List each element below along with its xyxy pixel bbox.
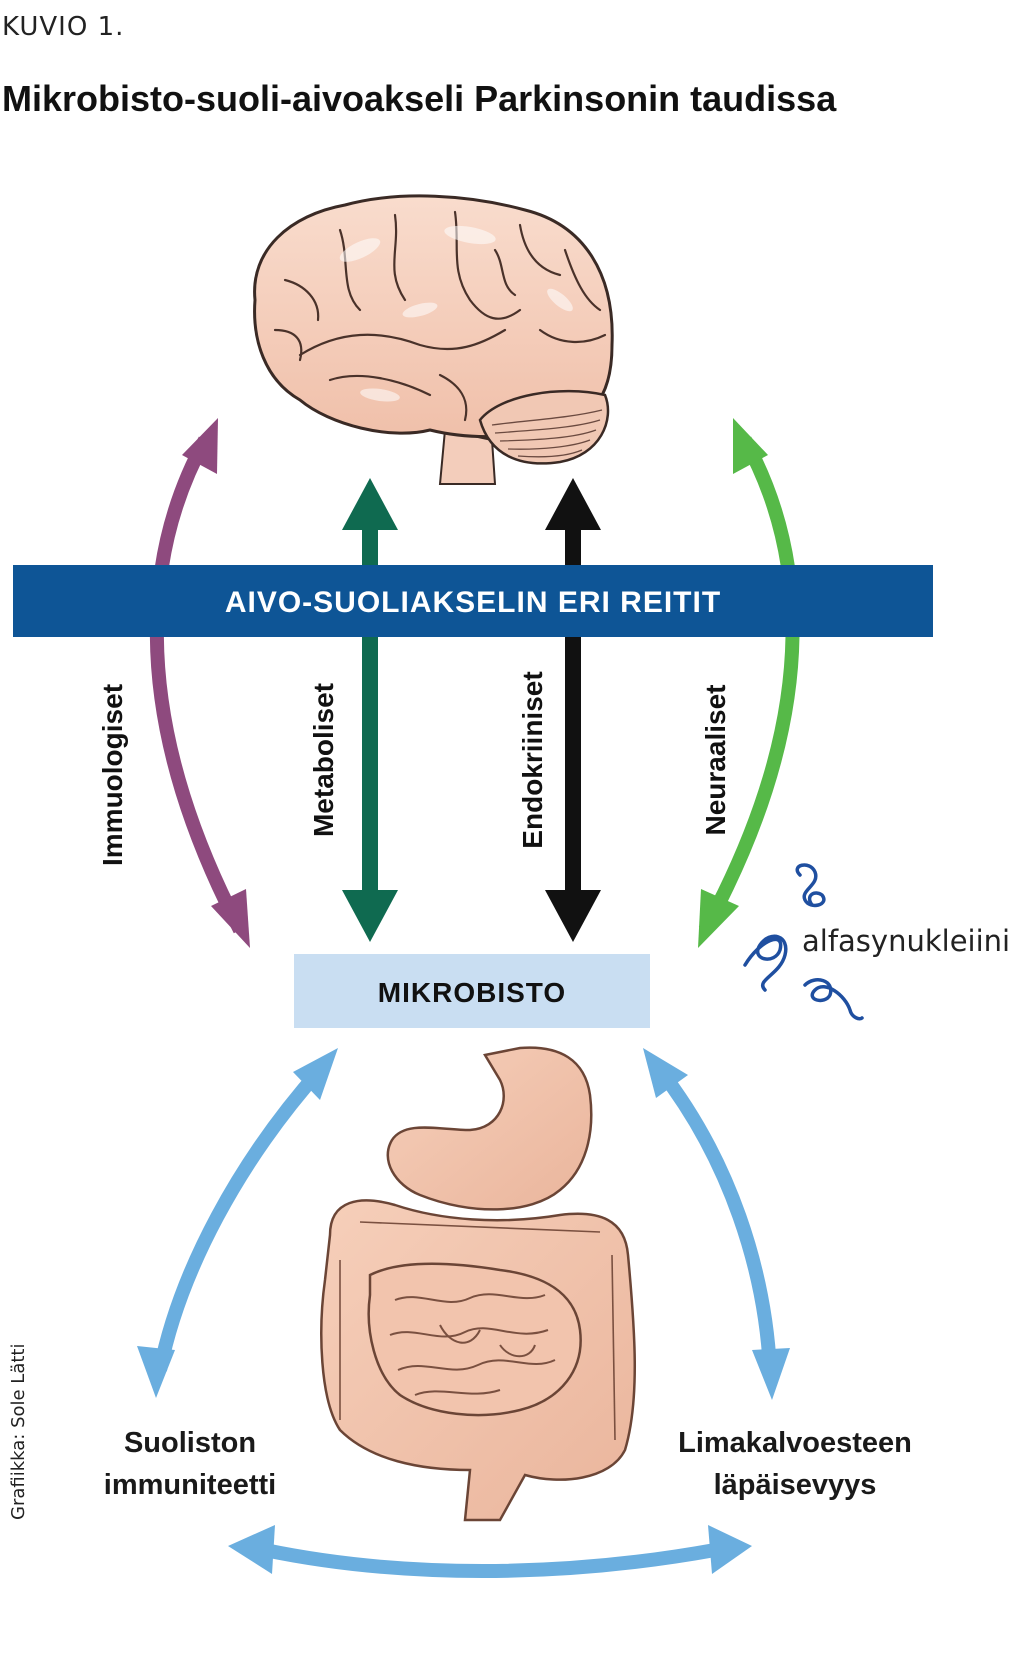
metabolic-arrowhead-bottom	[342, 890, 398, 942]
neural-arrowhead-bottom	[698, 889, 739, 948]
brain-illustration	[253, 194, 614, 485]
gut-arrow-left	[153, 1065, 326, 1372]
immunological-arrow	[149, 436, 247, 934]
immunological-arrowhead-bottom	[211, 889, 250, 948]
bottom-right-label-line1: Limakalvoesteen	[678, 1427, 912, 1459]
bottom-left-label: Suoliston immuniteetti	[70, 1422, 310, 1506]
bottom-right-label-line2: läpäisevyys	[713, 1469, 877, 1501]
endocrine-arrowhead-top	[545, 478, 601, 530]
microbiota-box	[294, 954, 650, 1028]
gut-arrow-left-head-top	[293, 1048, 338, 1100]
gut-arrow-right-head-bottom	[752, 1348, 790, 1400]
gut-arrow-left-head-bottom	[137, 1346, 175, 1398]
figure-number: KUVIO 1.	[2, 12, 125, 42]
alfasynuclein-label: alfasynukleiini	[802, 924, 1011, 958]
graphics-credit: Grafiikka: Sole Lätti	[8, 1343, 29, 1520]
bottom-left-label-line2: immuniteetti	[103, 1469, 277, 1501]
gut-arrow-right	[654, 1065, 777, 1371]
alfasynuclein-icon	[743, 863, 864, 1021]
pathway-label-metabolic: Metaboliset	[308, 683, 339, 837]
pathway-label-immuological: Immuologiset	[97, 684, 128, 866]
neural-arrowhead-top	[733, 418, 768, 474]
digestive-tract-illustration	[320, 1046, 637, 1522]
bottom-right-label: Limakalvoesteen läpäisevyys	[650, 1422, 940, 1506]
gut-arrow-right-head-top	[643, 1048, 688, 1098]
pathway-label-neural: Neuraaliset	[700, 685, 731, 836]
figure-title: Mikrobisto-suoli-aivoakseli Parkinsonin …	[2, 78, 837, 119]
endocrine-arrowhead-bottom	[545, 890, 601, 942]
pathway-arrows	[149, 418, 800, 948]
microbiota-label: MIKROBISTO	[378, 977, 566, 1008]
pathways-banner	[13, 565, 933, 637]
gut-arrows	[137, 1048, 790, 1578]
bottom-left-label-line1: Suoliston	[123, 1427, 257, 1459]
metabolic-arrowhead-top	[342, 478, 398, 530]
pathways-banner-label: AIVO-SUOLIAKSELIN ERI REITIT	[225, 586, 721, 619]
gut-arrow-bottom-head-left	[228, 1525, 275, 1574]
gut-arrow-bottom-head-right	[708, 1525, 752, 1574]
gut-arrow-bottom	[263, 1543, 717, 1578]
pathway-label-endocrine: Endokriiniset	[517, 671, 548, 848]
immunological-arrowhead-top	[182, 418, 218, 474]
